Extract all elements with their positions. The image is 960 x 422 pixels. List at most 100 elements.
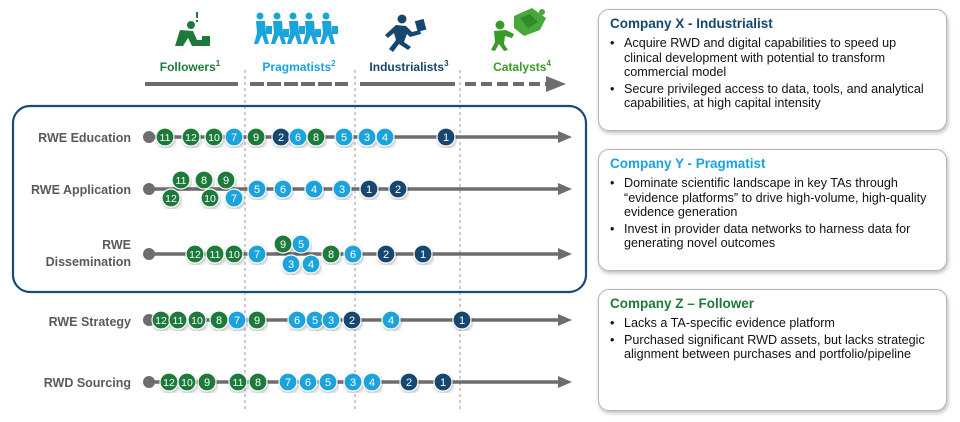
person-pushing-puzzle-icon <box>491 8 546 51</box>
company-z-title: Company Z – Follower <box>610 296 755 311</box>
row-axis-start <box>143 131 155 143</box>
svg-text:12: 12 <box>185 132 197 144</box>
svg-text:7: 7 <box>285 377 291 389</box>
highlight-frame <box>11 104 588 294</box>
svg-text:10: 10 <box>181 377 193 389</box>
svg-text:6: 6 <box>280 184 286 196</box>
svg-text:1: 1 <box>420 249 426 261</box>
group-of-walkers-icon <box>254 12 338 44</box>
company-marker-3: 3 <box>332 179 352 199</box>
row-arrowhead <box>558 131 572 143</box>
svg-text:6: 6 <box>350 249 356 261</box>
company-z-card: Company Z – Follower •Lacks a TA-specifi… <box>598 289 947 411</box>
svg-text:2: 2 <box>383 249 389 261</box>
company-marker-2: 2 <box>342 310 362 330</box>
company-marker-7: 7 <box>224 127 244 147</box>
svg-text:4: 4 <box>308 259 314 271</box>
company-marker-12: 12 <box>185 244 205 264</box>
svg-text:1: 1 <box>366 184 372 196</box>
company-marker-5: 5 <box>318 372 338 392</box>
company-marker-11: 11 <box>155 127 175 147</box>
company-marker-4: 4 <box>301 254 321 274</box>
company-marker-8: 8 <box>306 127 326 147</box>
svg-text:8: 8 <box>216 315 222 327</box>
company-marker-5: 5 <box>334 127 354 147</box>
company-marker-2: 2 <box>399 372 419 392</box>
svg-text:11: 11 <box>233 377 244 389</box>
svg-text:2: 2 <box>395 184 401 196</box>
company-x-title: Company X - Industrialist <box>610 16 773 31</box>
company-marker-5: 5 <box>291 234 311 254</box>
svg-text:2: 2 <box>278 132 284 144</box>
svg-text:3: 3 <box>288 259 294 271</box>
company-marker-4: 4 <box>362 372 382 392</box>
company-marker-3: 3 <box>281 254 301 274</box>
company-marker-8: 8 <box>209 310 229 330</box>
bullet-dot: • <box>610 332 615 347</box>
company-y-title: Company Y - Pragmatist <box>610 156 766 171</box>
company-z-bullet-1: •Lacks a TA-specific evidence platform <box>610 316 835 330</box>
company-marker-12: 12 <box>151 310 171 330</box>
company-marker-5: 5 <box>305 310 325 330</box>
company-marker-1: 1 <box>436 127 456 147</box>
company-x-card: Company X - Industrialist •Acquire RWD a… <box>598 9 947 131</box>
company-marker-11: 11 <box>205 244 225 264</box>
company-marker-10: 10 <box>187 310 207 330</box>
svg-text:1: 1 <box>440 377 446 389</box>
company-marker-7: 7 <box>278 372 298 392</box>
svg-text:4: 4 <box>311 184 317 196</box>
company-marker-8: 8 <box>321 244 341 264</box>
bullet-dot: • <box>610 221 615 236</box>
company-marker-11: 11 <box>228 372 248 392</box>
row-label: RWE Strategy <box>49 315 131 329</box>
svg-text:10: 10 <box>204 193 216 205</box>
svg-text:12: 12 <box>189 249 201 261</box>
svg-text:11: 11 <box>176 175 187 187</box>
svg-text:9: 9 <box>280 239 286 251</box>
company-marker-2: 2 <box>271 127 291 147</box>
company-marker-10: 10 <box>224 244 244 264</box>
svg-text:11: 11 <box>173 315 184 327</box>
row-axis-start <box>143 183 155 195</box>
row-label: RWE Application <box>31 183 131 197</box>
company-marker-10: 10 <box>177 372 197 392</box>
company-y-bullet-2: •Invest in provider data networks to har… <box>610 221 911 251</box>
svg-text:5: 5 <box>254 184 260 196</box>
svg-text:9: 9 <box>254 315 260 327</box>
svg-text:4: 4 <box>388 315 394 327</box>
svg-text:10: 10 <box>228 249 240 261</box>
running-businessman-icon <box>385 14 427 52</box>
svg-text:1: 1 <box>443 132 449 144</box>
svg-text:11: 11 <box>160 132 171 144</box>
company-marker-9: 9 <box>246 127 266 147</box>
company-marker-8: 8 <box>194 170 214 190</box>
svg-text:4: 4 <box>369 377 375 389</box>
company-marker-10: 10 <box>204 127 224 147</box>
archetype-label-followers: Followers1 <box>160 59 221 74</box>
row-label: RWE <box>102 238 131 252</box>
company-marker-4: 4 <box>304 179 324 199</box>
company-marker-9: 9 <box>197 372 217 392</box>
company-y-bullet-1: •Dominate scientific landscape in key TA… <box>610 176 927 220</box>
company-marker-2: 2 <box>388 179 408 199</box>
svg-text:8: 8 <box>255 377 261 389</box>
company-marker-3: 3 <box>343 372 363 392</box>
company-marker-6: 6 <box>343 244 363 264</box>
svg-text:7: 7 <box>231 132 237 144</box>
svg-text:3: 3 <box>364 132 370 144</box>
row-label: RWE Education <box>38 131 131 145</box>
company-marker-3: 3 <box>321 310 341 330</box>
company-y-card: Company Y - Pragmatist •Dominate scienti… <box>598 149 947 271</box>
archetype-label-catalysts: Catalysts4 <box>493 59 551 74</box>
company-marker-9: 9 <box>247 310 267 330</box>
svg-text:8: 8 <box>328 249 334 261</box>
bullet-dot: • <box>610 81 615 96</box>
company-marker-7: 7 <box>227 310 247 330</box>
archetype-label-pragmatists: Pragmatists2 <box>262 59 336 74</box>
company-marker-7: 7 <box>247 244 267 264</box>
svg-text:12: 12 <box>165 193 177 205</box>
svg-text:5: 5 <box>325 377 331 389</box>
